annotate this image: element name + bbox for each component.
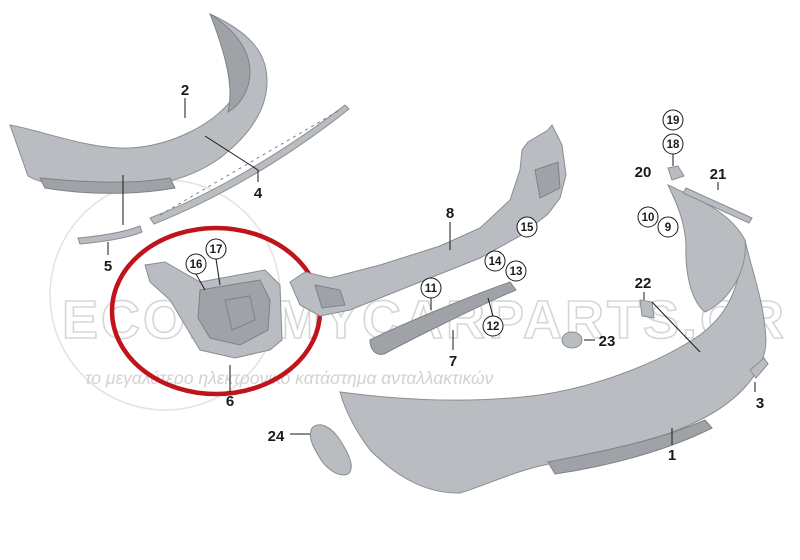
- label-6: 6: [226, 393, 234, 410]
- part-23-clip: [561, 331, 583, 349]
- label-22: 22: [635, 275, 652, 292]
- part-20-clip: [667, 165, 685, 181]
- circled-leader-lines: [195, 154, 674, 317]
- label-23: 23: [599, 333, 616, 350]
- svg-text:13: 13: [510, 266, 523, 278]
- svg-text:14: 14: [489, 256, 502, 268]
- part-8-carrier: [289, 124, 567, 317]
- label-3: 3: [756, 395, 764, 412]
- circled-15: 15: [516, 216, 538, 238]
- circled-10: 10: [637, 206, 659, 228]
- circled-9: 9: [657, 216, 679, 238]
- circled-number-labels: 19 18 10 9 15 14 13 11: [185, 109, 684, 337]
- circled-19: 19: [662, 109, 684, 131]
- part-4-trim-strip: [149, 104, 350, 225]
- circled-16: 16: [185, 253, 207, 275]
- label-5: 5: [104, 258, 112, 275]
- label-7: 7: [449, 353, 457, 370]
- leader-lines: [107, 98, 756, 445]
- svg-text:12: 12: [487, 321, 500, 333]
- label-4: 4: [254, 185, 263, 202]
- watermark-slogan: το μεγαλύτερο ηλεκτρονικό κατάστημα αντα…: [85, 368, 494, 388]
- part-21-strip: [682, 187, 753, 224]
- circled-12: 12: [482, 315, 504, 337]
- label-8: 8: [446, 205, 454, 222]
- circled-18: 18: [662, 133, 684, 155]
- part-2-bumper-upper: [9, 12, 268, 194]
- svg-text:18: 18: [667, 139, 680, 151]
- part-24-flap: [309, 424, 352, 476]
- circled-14: 14: [484, 250, 506, 272]
- part-6-bracket: [144, 261, 283, 359]
- svg-text:9: 9: [665, 222, 671, 234]
- svg-text:15: 15: [521, 222, 534, 234]
- circled-17: 17: [205, 238, 227, 260]
- part-7-grille: [369, 281, 517, 355]
- svg-text:16: 16: [190, 259, 203, 271]
- label-20: 20: [635, 164, 652, 181]
- part-number-labels: 2 4 5 6 8 7 1 3 21 20 22 23 24: [104, 82, 764, 464]
- part-3-trim: [749, 357, 769, 379]
- label-1: 1: [668, 447, 676, 464]
- svg-text:11: 11: [425, 283, 438, 295]
- circled-13: 13: [505, 260, 527, 282]
- circled-11: 11: [420, 277, 442, 299]
- part-1-bumper-main: [339, 183, 767, 494]
- label-2: 2: [181, 82, 189, 99]
- label-24: 24: [268, 428, 285, 445]
- svg-text:17: 17: [210, 244, 223, 256]
- part-5-reflector: [77, 225, 143, 245]
- part-22-clip: [639, 299, 655, 319]
- svg-text:10: 10: [642, 212, 655, 224]
- svg-text:19: 19: [667, 115, 680, 127]
- label-21: 21: [710, 166, 727, 183]
